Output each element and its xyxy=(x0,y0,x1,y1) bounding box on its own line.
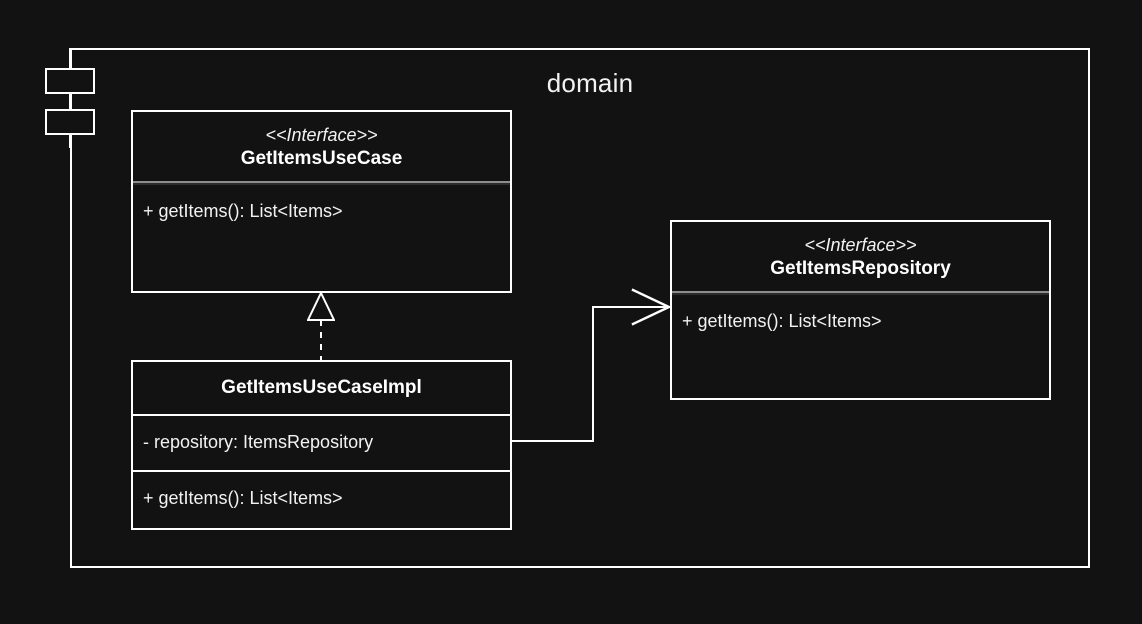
package-title: domain xyxy=(546,68,634,98)
realization-dashed-line xyxy=(320,320,322,360)
association-segment-horizontal-lower xyxy=(512,440,594,442)
realization-hollow-triangle-icon xyxy=(306,290,336,326)
class-compartment-separator xyxy=(133,181,510,186)
package-boundary xyxy=(70,48,1090,568)
class-box-get-items-use-case-impl[interactable]: GetItemsUseCaseImpl - repository: ItemsR… xyxy=(131,360,512,530)
association-open-arrow-icon xyxy=(630,288,672,331)
class-stereotype: <<Interface>> xyxy=(265,125,378,145)
association-segment-vertical xyxy=(592,306,594,442)
association-segment-horizontal-upper xyxy=(592,306,670,308)
class-compartment-separator xyxy=(672,291,1049,296)
class-box-get-items-use-case[interactable]: <<Interface>> GetItemsUseCase + getItems… xyxy=(131,110,512,293)
class-name: GetItemsUseCase xyxy=(240,147,403,169)
class-attribute: - repository: ItemsRepository xyxy=(143,431,374,452)
class-box-get-items-repository[interactable]: <<Interface>> GetItemsRepository + getIt… xyxy=(670,220,1051,400)
class-compartment-separator xyxy=(133,470,510,472)
class-method: + getItems(): List<Items> xyxy=(143,488,343,508)
class-method: + getItems(): List<Items> xyxy=(143,201,343,222)
class-header: GetItemsUseCaseImpl xyxy=(133,362,510,414)
package-tab-icon-upper xyxy=(45,68,95,94)
package-tab-stem xyxy=(69,48,71,148)
class-stereotype: <<Interface>> xyxy=(804,235,917,255)
class-name: GetItemsUseCaseImpl xyxy=(221,377,422,398)
class-name: GetItemsRepository xyxy=(770,257,951,279)
class-compartment-separator xyxy=(133,413,510,416)
class-header: <<Interface>> GetItemsUseCase xyxy=(133,112,510,181)
package-tab-icon-lower xyxy=(45,109,95,135)
class-header: <<Interface>> GetItemsRepository xyxy=(672,222,1049,291)
class-method: + getItems(): List<Items> xyxy=(682,311,882,332)
